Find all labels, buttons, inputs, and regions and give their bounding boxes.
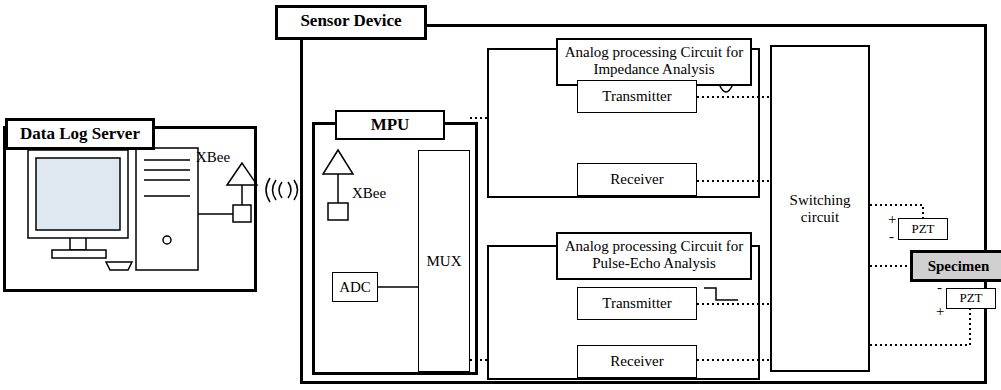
box-label: PZT	[959, 291, 982, 305]
drive-slots	[144, 160, 190, 196]
signal-line	[870, 205, 923, 218]
xbee-module	[233, 205, 251, 222]
device-box: Sensor DeviceMPUADCMUXAnalog processing …	[300, 24, 987, 384]
receiver-box: Receiver	[577, 163, 697, 196]
specimen-bar: Specimen	[910, 250, 1001, 282]
mux-box: MUX	[418, 150, 470, 372]
pzt-sensor: PZT	[946, 288, 996, 309]
antenna-label: XBee	[352, 186, 386, 201]
antenna-label: XBee	[196, 150, 230, 165]
power-button	[163, 236, 171, 244]
heading-tab: Sensor Device	[275, 5, 427, 40]
analog-circuit-box: Analog processing Circuit for Pulse-Echo…	[487, 245, 760, 380]
adc-box: ADC	[332, 272, 378, 302]
polarity-sign: +	[888, 212, 896, 227]
box-label: PZT	[911, 222, 934, 236]
box-label: MUX	[426, 253, 461, 270]
bus-line	[378, 286, 418, 288]
pzt-sensor: PZT	[898, 218, 948, 240]
heading-tab: Analog processing Circuit for Pulse-Echo…	[556, 232, 752, 280]
signal-line	[870, 265, 910, 267]
monitor-base	[52, 250, 106, 258]
antenna-stem	[241, 185, 243, 205]
computer-tower	[136, 148, 198, 270]
analog-circuit-box: Analog processing Circuit for Impedance …	[487, 48, 760, 198]
antenna	[227, 163, 257, 185]
heading-tab: MPU	[335, 110, 445, 140]
polarity-sign: -	[937, 280, 942, 295]
receiver-box: Receiver	[577, 345, 697, 378]
signal-line	[470, 359, 487, 361]
box-label: ADC	[339, 279, 371, 296]
signal-line	[470, 117, 487, 119]
antenna-stem	[337, 174, 339, 203]
box-label: Specimen	[928, 258, 990, 275]
transmitter-box: Transmitter	[577, 80, 697, 113]
switching-box: Switching circuit	[770, 45, 870, 372]
wireless-waves	[288, 180, 298, 200]
heading-tab: Analog processing Circuit for Impedance …	[556, 38, 752, 86]
monitor-stand	[70, 238, 86, 250]
pulse-symbol	[704, 288, 738, 300]
monitor	[28, 150, 128, 238]
box-label: Switching circuit	[780, 192, 860, 225]
polarity-sign: -	[889, 229, 894, 244]
xbee-module	[328, 203, 348, 220]
monitor-screen	[36, 158, 120, 230]
keyboard	[106, 262, 132, 270]
wireless-waves	[266, 178, 282, 202]
heading-tab: Data Log Server	[5, 118, 155, 150]
polarity-sign: +	[936, 304, 944, 319]
box-label: Receiver	[610, 171, 663, 188]
box-label: Transmitter	[602, 295, 671, 312]
xbee-cable	[198, 213, 233, 215]
mpu-box: MPUADCMUX	[312, 122, 478, 375]
antenna	[323, 150, 353, 174]
transmitter-box: Transmitter	[577, 287, 697, 320]
box-label: Receiver	[610, 353, 663, 370]
box-label: Transmitter	[602, 88, 671, 105]
signal-line	[870, 309, 970, 345]
